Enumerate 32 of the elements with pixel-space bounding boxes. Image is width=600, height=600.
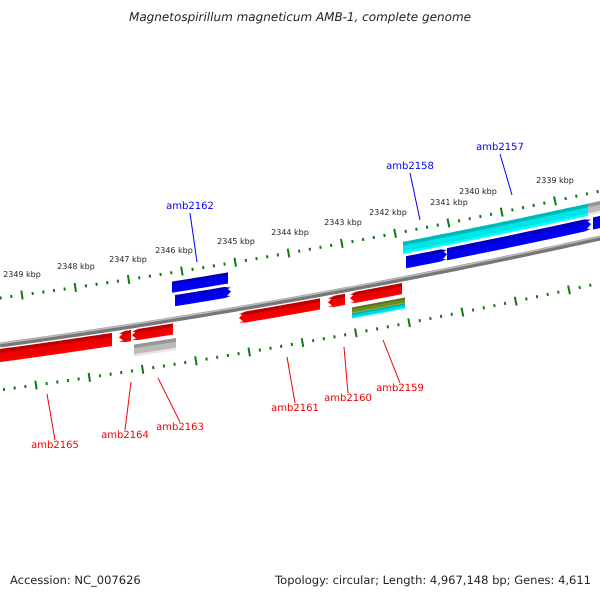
title: Magnetospirillum magneticum AMB-1, complete genome — [128, 11, 472, 23]
genome-info-text: Topology: circular; Length: 4,967,148 bp; Genes: 4,611 — [275, 575, 591, 586]
scale-label: 2339 kbp — [536, 176, 574, 185]
leader-line — [286, 356, 296, 404]
gene-label: amb2159 — [376, 384, 424, 394]
gene-label: amb2165 — [31, 441, 79, 451]
gene-label: amb2157 — [476, 143, 524, 153]
leader-line — [46, 394, 56, 440]
leader-line — [410, 172, 420, 220]
leader-line — [344, 346, 348, 394]
scale-label: 2341 kbp — [430, 198, 468, 207]
scale-label: 2349 kbp — [3, 270, 41, 279]
leader-line — [158, 378, 180, 422]
accession-text: Accession: NC_007626 — [10, 575, 141, 586]
scale-label: 2348 kbp — [57, 263, 95, 272]
gene-label: amb2163 — [156, 423, 204, 433]
scale-label: 2343 kbp — [324, 219, 362, 228]
scale-label: 2342 kbp — [369, 209, 407, 218]
scale-label: 2347 kbp — [109, 256, 147, 264]
leader-line — [382, 340, 400, 384]
scale-label: 2346 kbp — [155, 246, 193, 255]
leader-line — [500, 154, 512, 196]
gene-label: amb2162 — [166, 202, 214, 212]
scale-label: 2345 kbp — [217, 238, 255, 246]
gene-label: amb2160 — [324, 394, 372, 404]
scale-label: 2340 kbp — [459, 188, 497, 196]
gene-label: amb2158 — [386, 162, 434, 172]
leader-line — [124, 382, 132, 430]
leader-line — [190, 212, 198, 262]
scale-label: 2344 kbp — [271, 228, 309, 237]
gene-label: amb2161 — [271, 404, 319, 414]
gene-label: amb2164 — [101, 431, 149, 441]
